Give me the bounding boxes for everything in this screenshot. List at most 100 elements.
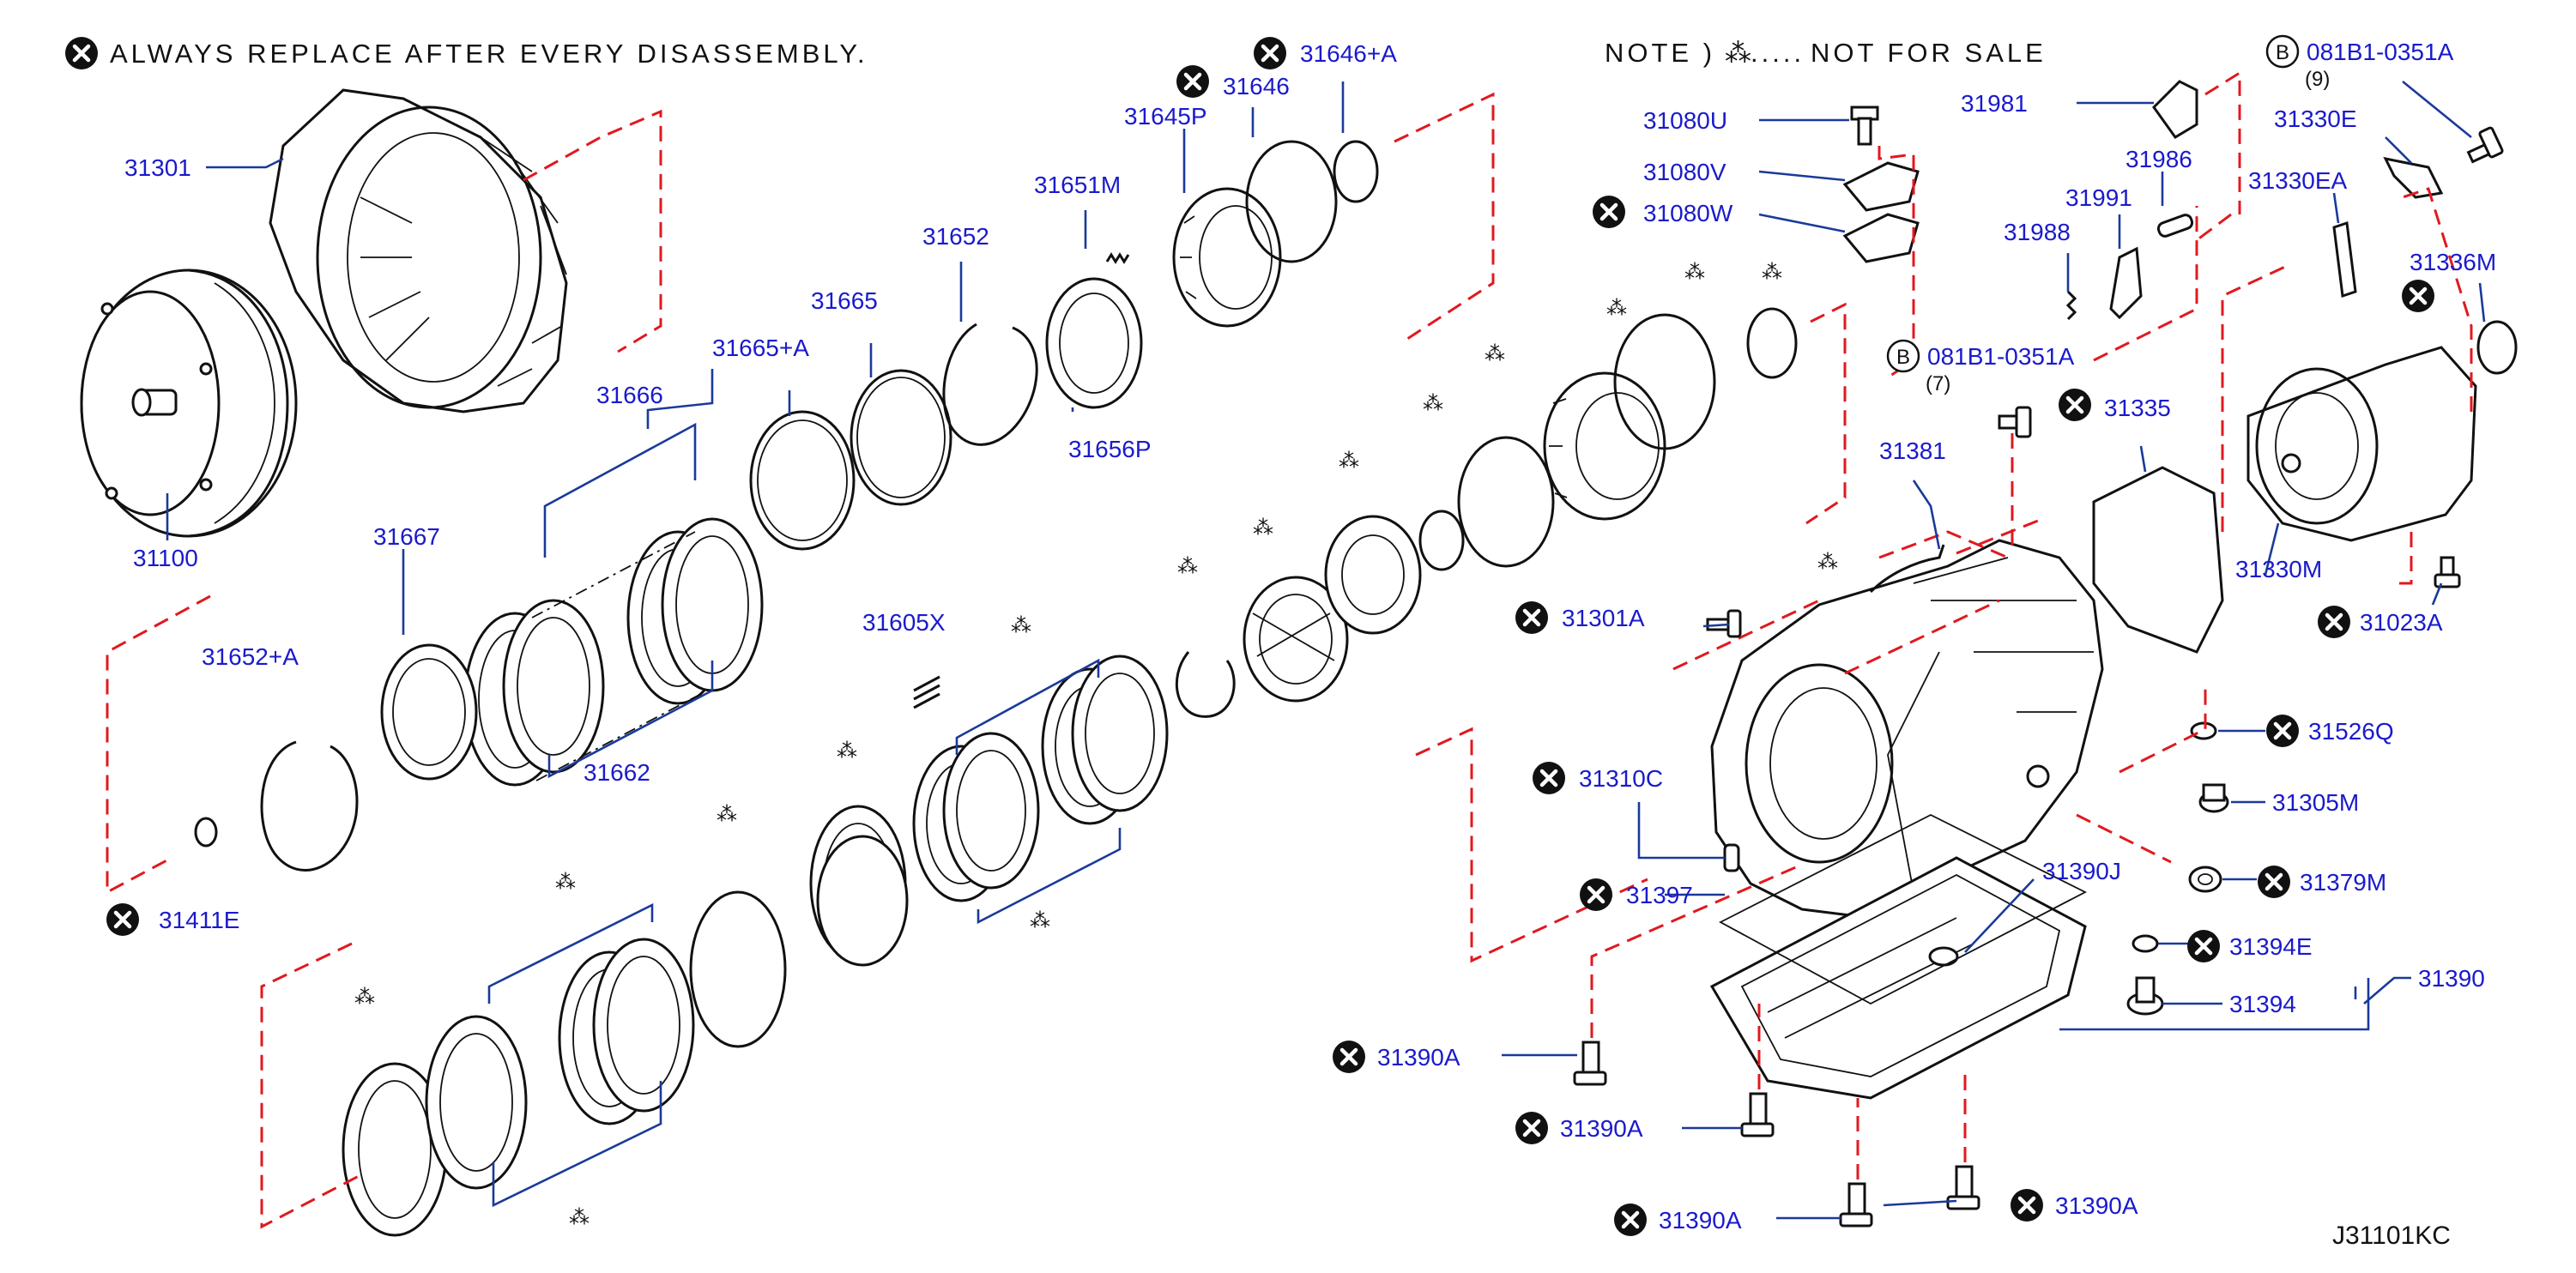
seal-31336m[interactable] (2476, 320, 2518, 375)
bracket-31981[interactable] (2152, 80, 2198, 139)
svg-text:⁂: ⁂ (837, 739, 857, 763)
label-31301: 31301 (124, 154, 191, 181)
label-31526q: 31526Q (2308, 718, 2394, 745)
rear-extension-31330m[interactable] (2246, 346, 2477, 542)
bolt-081b1-7[interactable] (1998, 406, 2032, 438)
snap-ring-mid[interactable] (1175, 651, 1236, 718)
svg-text:⁂: ⁂ (1684, 261, 1705, 284)
bolt-31390a-a[interactable] (1573, 1041, 1607, 1086)
oil-pan-31390[interactable] (1709, 856, 2087, 1100)
snap-ring-31665[interactable] (850, 369, 952, 506)
bolt-note-9: B 081B1-0351A (9) (2265, 34, 2454, 91)
snap-ring-31665a[interactable] (749, 410, 856, 551)
svg-text:⁂: ⁂ (1339, 449, 1359, 473)
label-31652: 31652 (922, 223, 989, 250)
x-circle-icon (1580, 878, 1612, 911)
plug-31394[interactable] (2126, 976, 2164, 1016)
drum-assembly[interactable] (1543, 371, 1666, 521)
svg-text:⁂: ⁂ (1817, 551, 1838, 574)
filler-tube-31381[interactable] (1869, 544, 1945, 594)
asterism-icon: ⁂ (1725, 38, 1755, 68)
label-31390a-1: 31390A (1377, 1044, 1460, 1071)
spring-31651m[interactable] (1105, 252, 1130, 264)
snap-ring-31652a[interactable] (260, 740, 359, 872)
legend-note-text: NOT FOR SALE (1811, 38, 2047, 68)
washer-31394e[interactable] (2132, 934, 2159, 953)
diagram-id: J31101KC (2332, 1222, 2451, 1250)
label-31080w: 31080W (1643, 200, 1733, 226)
bolt-31080u[interactable] (1850, 106, 1879, 146)
spring-31988[interactable] (2065, 290, 2077, 321)
label-31080v: 31080V (1643, 159, 1726, 185)
label-31652a: 31652+A (202, 643, 299, 670)
plate-31667[interactable] (380, 643, 478, 781)
plug-31305m[interactable] (2198, 783, 2229, 813)
label-31305m: 31305M (2272, 789, 2359, 816)
bolt-31390a-b[interactable] (1740, 1092, 1775, 1137)
replace-note-text: ALWAYS REPLACE AFTER EVERY DISASSEMBLY. (110, 39, 868, 69)
x-circle-icon (2318, 606, 2350, 638)
clutch-pack-31666[interactable] (463, 517, 764, 787)
bracket-31330e[interactable] (2383, 156, 2444, 199)
label-31080u: 31080U (1643, 107, 1727, 134)
bolt-31390a-d[interactable] (1946, 1165, 1980, 1210)
pin-31605x[interactable] (913, 675, 940, 709)
seal-31646a[interactable] (1333, 140, 1379, 203)
snap-ring-31652[interactable] (942, 323, 1038, 446)
x-circle-icon (1614, 1204, 1647, 1236)
bolt-31390a-c[interactable] (1839, 1182, 1873, 1228)
pawl-31991[interactable] (2109, 246, 2143, 320)
replace-note: ALWAYS REPLACE AFTER EVERY DISASSEMBLY. (65, 37, 868, 69)
label-31651m: 31651M (1034, 172, 1121, 198)
x-circle-icon (1176, 65, 1209, 98)
svg-text:⁂: ⁂ (354, 986, 375, 1009)
label-31100: 31100 (133, 545, 198, 571)
label-31301a: 31301A (1562, 605, 1645, 631)
label-31390a-2: 31390A (1560, 1115, 1643, 1142)
label-31645p: 31645P (1124, 103, 1207, 130)
label-31397: 31397 (1626, 882, 1693, 908)
seal-31526q[interactable] (2190, 721, 2217, 740)
x-circle-icon (2266, 715, 2299, 747)
bolt-qty-7: (7) (1926, 372, 1950, 395)
label-31411e: 31411E (159, 907, 239, 933)
label-31390a-3: 31390A (1659, 1207, 1742, 1234)
label-31394e: 31394E (2229, 933, 2313, 960)
gasket-31397[interactable] (1719, 813, 2087, 1005)
gasket-31335[interactable] (2092, 466, 2224, 654)
piston-31645p[interactable] (1172, 187, 1282, 328)
label-31988: 31988 (2004, 219, 2071, 245)
seal-ring-bottom[interactable] (689, 890, 787, 1048)
label-31330e: 31330E (2274, 106, 2357, 132)
converter-housing-31301[interactable] (269, 88, 568, 413)
label-31390a-4: 31390A (2055, 1192, 2138, 1219)
bolt-081b1-9[interactable] (2466, 126, 2504, 164)
gasket-31080w[interactable] (1842, 213, 1920, 263)
bearing-race[interactable] (1324, 515, 1422, 635)
seal-31646[interactable] (1245, 140, 1338, 263)
label-31330m: 31330M (2235, 556, 2322, 582)
label-31646a: 31646+A (1300, 40, 1397, 67)
bolt-31301a[interactable] (1706, 609, 1742, 638)
label-31390j: 31390J (2042, 858, 2121, 884)
legend-note: NOTE ) ⁂ ..... NOT FOR SALE (1605, 38, 2047, 68)
label-31379m: 31379M (2300, 869, 2386, 896)
bolt-code-9: 081B1-0351A (2307, 39, 2454, 65)
plate-31656p[interactable] (1045, 277, 1143, 409)
pin-31986[interactable] (2156, 214, 2194, 238)
clutch-pack-bottom[interactable] (342, 938, 695, 1237)
b-circle-icon (2265, 34, 2300, 69)
label-31662: 31662 (584, 759, 650, 786)
dowel-31310c[interactable] (1723, 843, 1740, 872)
planetary-gear[interactable] (1243, 576, 1349, 703)
seal-31379m[interactable] (2188, 866, 2222, 893)
gasket-31080v[interactable] (1842, 161, 1920, 212)
torque-converter-31100[interactable] (80, 268, 298, 538)
washer-31411e[interactable] (194, 817, 218, 848)
bracket-31330ea[interactable] (2332, 220, 2357, 299)
asterism-icon: ⁂ ⁂ ⁂ ⁂ ⁂ ⁂ ⁂ ⁂ ⁂ ⁂ ⁂ ⁂ ⁂ ⁂ ⁂ ⁂ (354, 261, 1838, 1229)
label-31381: 31381 (1879, 437, 1946, 464)
bolt-31023a[interactable] (2434, 556, 2461, 588)
label-31330ea: 31330EA (2248, 167, 2348, 194)
